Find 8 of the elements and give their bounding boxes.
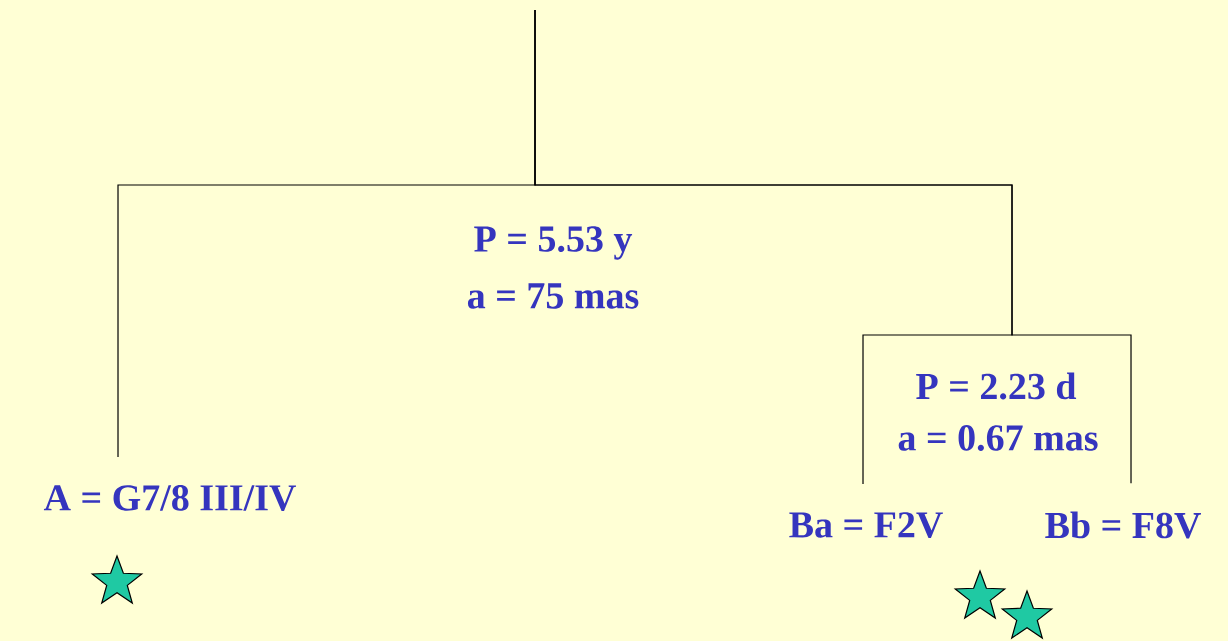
orbit-label: P = 2.23 d [916,372,1077,400]
star-label: A = G7/8 III/IV [43,485,296,511]
orbit-label: P = 5.53 y [474,226,633,260]
star-label: Bb = F8V [1045,511,1201,539]
tree-line [534,9,1132,484]
star-label: Ba = F2V [789,512,943,538]
orbit-label: a = 0.67 mas [898,425,1098,451]
orbit-label: a = 75 mas [467,283,639,309]
